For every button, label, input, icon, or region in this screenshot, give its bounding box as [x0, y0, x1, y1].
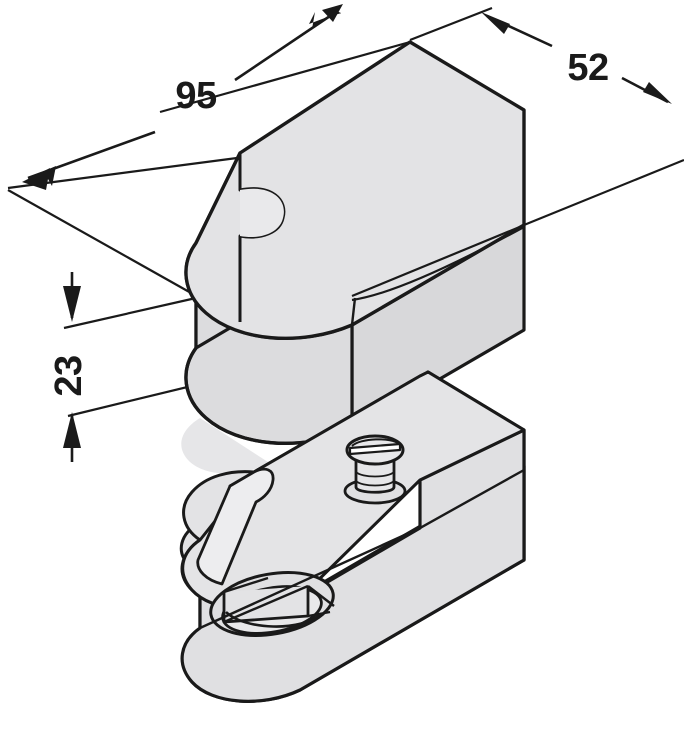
slotted-screw-part: [343, 434, 407, 505]
dimension-23: [63, 272, 209, 462]
base-hook-lip-front: [196, 467, 275, 586]
dimension-95: [7, 4, 411, 299]
cap-chamfer-crease-upper: [351, 224, 523, 298]
cap-top-face: [184, 40, 526, 340]
ext-line-23-upper: [63, 296, 197, 330]
dimension-labels-group: 95 52 23: [48, 47, 609, 397]
screw-slot: [348, 442, 402, 456]
cap-cover-part: [184, 40, 526, 445]
dimension-52: [409, 6, 684, 227]
dimension-label-52: 52: [567, 47, 608, 89]
arrowhead-52-bottom: [643, 82, 672, 104]
base-recess-rib-right: [307, 585, 335, 607]
arrowhead-95-top-b: [322, 4, 343, 22]
base-recess-rib-left: [223, 576, 269, 594]
dimension-label-23: 23: [48, 355, 90, 396]
screw-head-crease: [351, 438, 400, 447]
base-bore-bottom-arc: [225, 611, 321, 628]
ext-line-23-lower: [67, 380, 209, 418]
ext-line-95-lower-b: [7, 189, 201, 299]
arrowhead-95-top: [309, 12, 330, 29]
arrowhead-23-bottom: [63, 412, 81, 448]
dimension-lines-group: [7, 4, 684, 462]
cap-notch-fill: [240, 188, 284, 238]
base-recess-rib-diagonal: [223, 584, 309, 624]
ext-line-52-right: [523, 158, 684, 227]
base-top-surface-fill: [181, 376, 420, 474]
arrowhead-23-top: [63, 286, 81, 322]
arrowhead-52-top: [481, 12, 510, 34]
screw-thread-line-1: [355, 471, 395, 478]
base-front-crease: [199, 468, 525, 630]
arrowhead-95-bottom-b: [22, 168, 50, 190]
dimension-label-95: 95: [175, 75, 217, 117]
ext-line-95-upper: [159, 40, 411, 114]
ext-line-52-left: [409, 6, 493, 42]
cap-chamfer-crease-lower: [351, 226, 525, 302]
cap-edge-tick: [350, 297, 357, 326]
screw-thread-line-2: [355, 480, 395, 487]
